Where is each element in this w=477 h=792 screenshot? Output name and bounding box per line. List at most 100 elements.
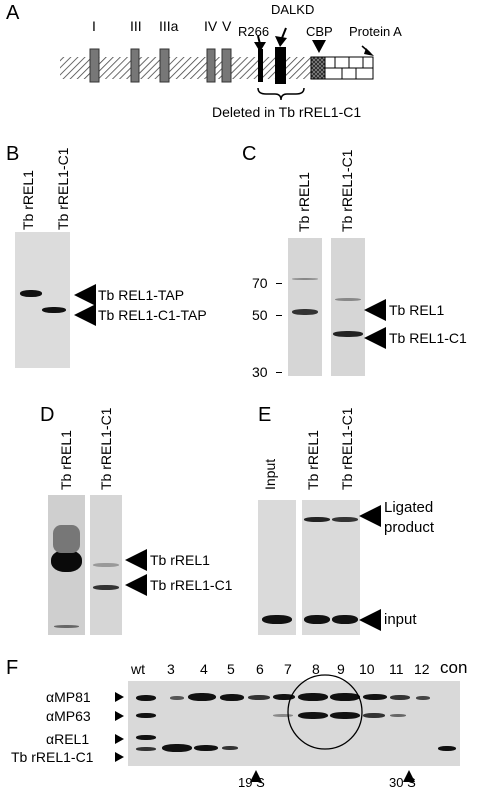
panel-e-letter: E (258, 404, 272, 426)
dalkd-label: DALKD (271, 2, 315, 17)
domain-label-iv: IV (204, 18, 218, 34)
fraction-label: 4 (200, 661, 208, 677)
band-label: Tb REL1-C1 (389, 330, 467, 346)
arrow-left-icon (359, 505, 381, 527)
domain-box-iiia (159, 48, 170, 83)
band-mp63 (298, 712, 328, 719)
band-rel1-c1-tap (42, 307, 66, 313)
band-label: Tb rREL1-C1 (150, 577, 233, 593)
dalkd-arrowhead (275, 36, 287, 47)
r266-arrowhead (254, 42, 266, 52)
gel-f (128, 681, 460, 766)
fraction-label: 9 (337, 661, 345, 677)
band-mp81 (330, 693, 360, 701)
domain-label-iiia: IIIa (159, 18, 179, 34)
band-mp63 (390, 714, 406, 717)
arrow-right-icon (115, 711, 124, 721)
protein-a-arrowhead (364, 48, 374, 56)
arrow-left-icon (125, 574, 147, 596)
panel-d-letter: D (40, 404, 55, 426)
fraction-label: 7 (284, 661, 292, 677)
band-mp63 (273, 714, 293, 717)
band-faint (292, 278, 318, 280)
band-label: Tb rREL1 (150, 552, 210, 568)
fraction-label: con (440, 658, 468, 677)
band-label: Ligated product (384, 499, 435, 536)
band-bottom (54, 625, 79, 628)
band-rrel1 (51, 550, 82, 572)
band-mp81 (273, 694, 295, 700)
band-rel1-c1 (333, 331, 363, 337)
domain-box-iv (206, 48, 216, 83)
arrow-right-icon (115, 692, 124, 702)
lane-label: Tb rREL1-C1 (55, 147, 71, 230)
cbp-box (310, 56, 326, 80)
mw-marker: 50 (252, 307, 268, 323)
panel-f-letter: F (6, 657, 19, 679)
lane-label: Tb rREL1 (58, 430, 74, 490)
panel-c-letter: C (242, 143, 257, 165)
cbp-label: CBP (306, 24, 333, 39)
gel-e-lanes (302, 500, 360, 635)
band-mp63 (330, 712, 360, 719)
gel-c-lane2 (331, 238, 365, 376)
protein-a-brick (325, 57, 373, 79)
arrow-left-icon (359, 609, 381, 631)
arrow-left-icon (364, 299, 386, 321)
band-label: Tb REL1 (389, 302, 445, 318)
band-mp81 (220, 694, 244, 701)
fraction-label: 12 (414, 661, 430, 677)
band-ligated (304, 517, 330, 522)
mw-marker: 70 (252, 275, 268, 291)
domain-box-iii (130, 48, 140, 83)
mw-marker: 30 (252, 364, 268, 380)
panel-b-letter: B (6, 143, 20, 165)
protein-a-label: Protein A (349, 24, 402, 39)
band-faint (335, 298, 361, 301)
r266-label: R266 (238, 24, 270, 39)
band-mp81 (416, 696, 430, 700)
band-faint (93, 563, 119, 567)
mw-tick (276, 372, 282, 373)
band-mp81 (188, 693, 216, 701)
arrow-left-icon (74, 284, 96, 306)
domain-label-i: I (92, 18, 96, 34)
band-mp81 (298, 693, 328, 701)
gel-e-input (258, 500, 296, 635)
sedimentation-marker: 19 S (238, 775, 265, 790)
highlight-circle (287, 674, 363, 750)
gel-d-lane2 (90, 495, 122, 635)
band-smear (53, 525, 80, 553)
band-mp81 (248, 695, 270, 700)
domain-box-v (221, 48, 232, 83)
mw-tick (276, 315, 282, 316)
domain-label-v: V (222, 18, 232, 34)
protein-backbone (60, 57, 312, 79)
lane-label: Tb rREL1 (305, 430, 321, 490)
band-rel1 (136, 735, 156, 740)
lane-label: Tb rREL1-C1 (339, 407, 355, 490)
band-input (332, 615, 358, 624)
band-rrel1-c1 (136, 747, 156, 751)
arrow-right-icon (115, 734, 124, 744)
fraction-label: 8 (312, 661, 320, 677)
band-rrel1-c1 (194, 745, 218, 751)
band-rrel1-c1 (93, 585, 119, 590)
band-mp63 (363, 713, 385, 718)
arrow-left-icon (125, 549, 147, 571)
fraction-label: 11 (389, 661, 404, 677)
dalkd-box (275, 47, 286, 84)
lane-label: Tb rREL1-C1 (339, 149, 355, 232)
lane-label: Input (262, 458, 278, 490)
deleted-caption: Deleted in Tb rREL1-C1 (212, 104, 362, 120)
mw-tick (276, 283, 282, 284)
deletion-brace (257, 87, 305, 101)
fraction-label: 6 (256, 661, 264, 677)
band-mp81 (170, 696, 184, 700)
arrow-up-icon (250, 770, 262, 782)
fraction-label: wt (131, 661, 145, 677)
domain-label-iii: III (130, 18, 142, 34)
band-label: Tb REL1-C1-TAP (98, 307, 207, 323)
band-rrel1-c1 (438, 746, 456, 751)
fraction-label: 5 (227, 661, 235, 677)
